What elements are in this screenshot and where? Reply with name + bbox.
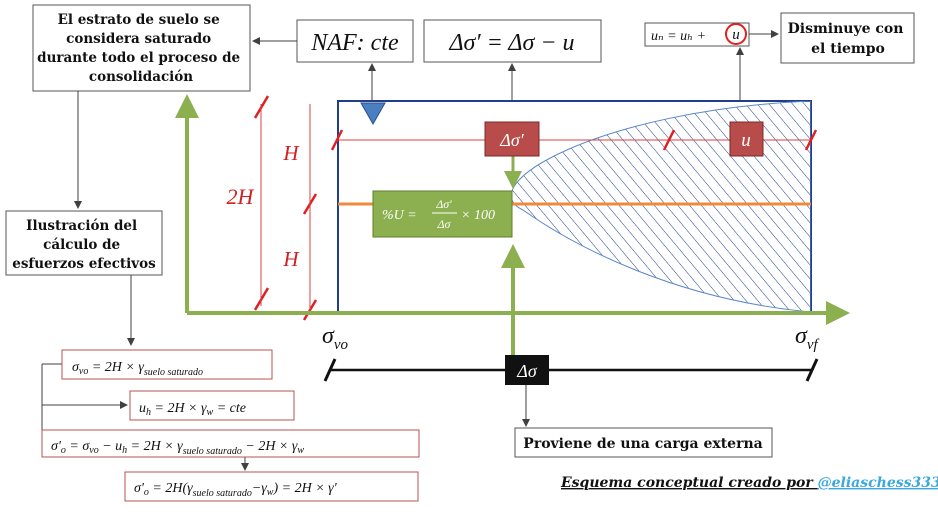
naf-box: NAF: cte xyxy=(296,19,414,63)
percent-u-box: %U = Δσ′ Δσ × 100 xyxy=(372,190,513,238)
delta-sigma-prime-label: Δσ′ xyxy=(499,130,524,150)
uh-equation-box: uh = 2H × γw = cte xyxy=(129,390,295,421)
sigma-o-prime-final-box: σ'o = 2H(γsuelo saturado−γw) = 2H × γ' xyxy=(124,471,419,502)
delta-sigma-prime-equation: Δσ′ = Δσ − u xyxy=(448,30,574,56)
h-bottom-label: H xyxy=(282,247,300,271)
delta-sigma-prime-def-box: Δσ′ = Δσ − u xyxy=(423,19,602,63)
external-load-text: Proviene de una carga externa xyxy=(523,436,762,452)
sigma-vf-label: σvf xyxy=(795,323,820,353)
un-equation: uₙ = uₕ + xyxy=(651,29,706,44)
delta-sigma-prime-box: Δσ′ xyxy=(484,121,540,157)
u-highlight-circle xyxy=(725,23,747,45)
credit-handle-link: @eliaschess333 xyxy=(818,475,938,491)
naf-equation: NAF: cte xyxy=(310,30,399,56)
illustration-note-text: Ilustración del cálculo de esfuerzos efe… xyxy=(12,218,156,272)
percent-u-numerator: Δσ′ xyxy=(435,197,452,211)
illustration-note-box: Ilustración del cálculo de esfuerzos efe… xyxy=(5,210,163,276)
two-h-label: 2H xyxy=(227,184,255,209)
decreases-note-text: Disminuye con el tiempo xyxy=(788,21,909,57)
saturated-note-text: El estrato de suelo se considera saturad… xyxy=(37,12,245,85)
delta-sigma-label: Δσ xyxy=(516,361,538,381)
uh-equation: uh = 2H × γw = cte xyxy=(139,401,246,418)
u-label: u xyxy=(741,130,751,151)
percent-u-tail: × 100 xyxy=(461,208,495,223)
dimension-lines xyxy=(260,104,311,312)
u-box: u xyxy=(729,121,764,157)
u-circled-text: u xyxy=(732,27,740,43)
saturated-note-box: El estrato de suelo se considera saturad… xyxy=(32,4,251,92)
equation-connectors xyxy=(41,363,249,471)
h-top-label: H xyxy=(282,141,300,165)
sigma-vo-equation: σvo = 2H × γsuelo saturado xyxy=(72,360,203,378)
credit-text: Esquema conceptual creado por @eliasches… xyxy=(560,475,938,491)
external-load-box: Proviene de una carga externa xyxy=(514,427,773,458)
water-table-icon xyxy=(360,102,386,126)
sigma-o-prime-final: σ'o = 2H(γsuelo saturado−γw) = 2H × γ' xyxy=(134,481,338,499)
sigma-o-prime-equation: σ'o = σvo − uh = 2H × γsuelo saturado − … xyxy=(51,439,304,457)
percent-u-denominator: Δσ xyxy=(437,217,452,231)
sigma-vo-label: σvo xyxy=(322,323,349,353)
sigma-o-prime-equation-box: σ'o = σvo − uh = 2H × γsuelo saturado − … xyxy=(41,429,420,458)
sigma-vo-equation-box: σvo = 2H × γsuelo saturado xyxy=(61,349,273,380)
un-equation-box: uₙ = uₕ + u xyxy=(644,22,750,47)
stress-axes xyxy=(175,94,850,355)
decreases-note-box: Disminuye con el tiempo xyxy=(780,12,915,64)
percent-u-equation: %U = xyxy=(382,208,417,223)
load-range-bar: Δσ xyxy=(323,355,819,385)
